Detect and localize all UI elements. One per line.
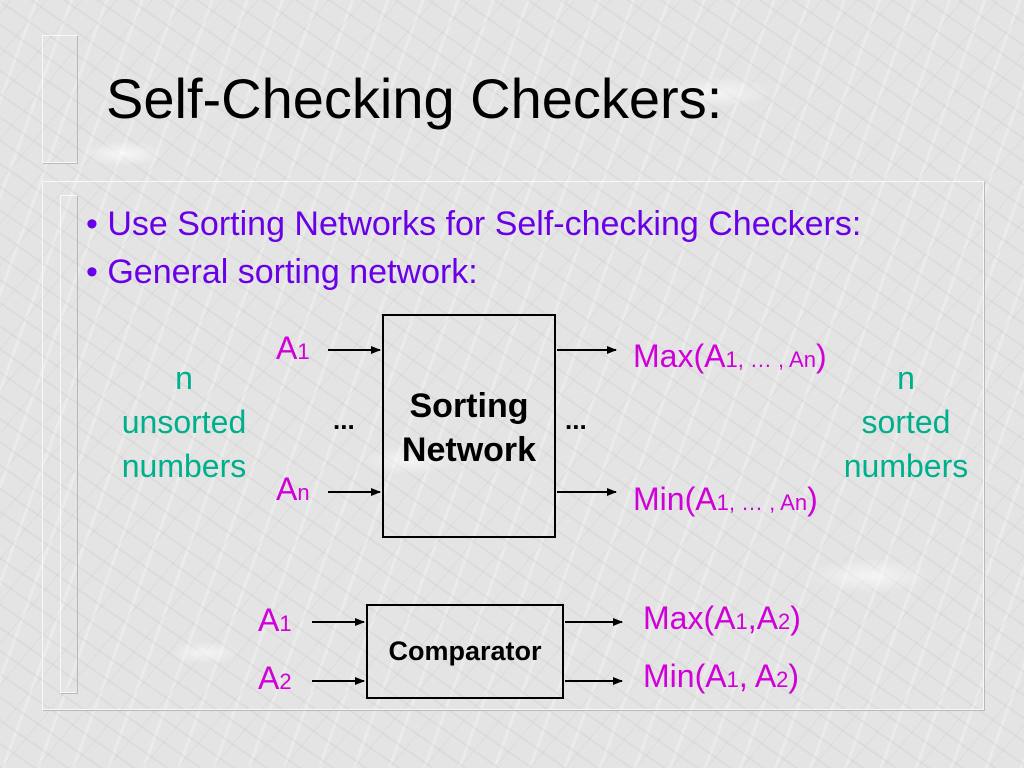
input-a1-label: A1 — [276, 330, 310, 366]
slide-title: Self-Checking Checkers: — [106, 67, 723, 130]
sorting-network-box — [382, 314, 556, 538]
sorting-network-label-line1: Sorting — [409, 387, 529, 425]
output-ellipsis: ... — [565, 405, 587, 435]
unsorted-note-line1: n — [175, 360, 193, 396]
comparator-output-min-label: Min(A1, A2) — [643, 658, 800, 694]
title-frame-bracket — [42, 35, 77, 163]
comparator-input-a2-label: A2 — [258, 660, 292, 696]
bullet-general-sorting-network: • General sorting network: — [86, 253, 478, 291]
sorted-note-line1: n — [897, 360, 915, 396]
input-ellipsis: ... — [333, 405, 355, 435]
comparator-box — [366, 604, 564, 699]
content-frame — [42, 181, 984, 710]
sorted-note-line2: sorted — [861, 404, 951, 440]
bullet-sorting-networks: • Use Sorting Networks for Self-checking… — [86, 205, 862, 243]
sorted-numbers-note: n sorted numbers — [826, 356, 986, 488]
content-frame-bracket — [60, 195, 77, 693]
sorting-network-label-line2: Network — [401, 431, 537, 469]
sorted-note-line3: numbers — [843, 448, 969, 484]
input-an-label: An — [276, 471, 310, 507]
output-min-label: Min(A1, … , An) — [633, 481, 818, 517]
unsorted-note-line3: numbers — [121, 448, 247, 484]
comparator-output-max-label: Max(A1,A2) — [643, 600, 801, 636]
comparator-label: Comparator — [388, 636, 542, 666]
sorting-network-label: Sorting Network — [382, 384, 556, 472]
unsorted-note-line2: unsorted — [121, 404, 247, 440]
output-max-label: Max(A1, … , An) — [633, 338, 827, 374]
unsorted-numbers-note: n unsorted numbers — [104, 356, 264, 488]
comparator-input-a1-label: A1 — [258, 602, 292, 638]
